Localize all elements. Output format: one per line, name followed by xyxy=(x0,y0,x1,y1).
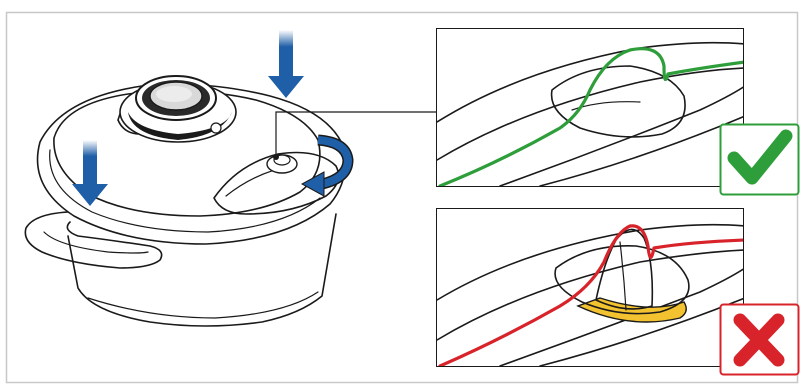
check-mark-icon xyxy=(719,123,800,196)
down-arrow-icon xyxy=(72,140,108,206)
outer-frame xyxy=(5,11,799,384)
wire-incorrect xyxy=(438,224,743,366)
wire-correct xyxy=(438,47,743,186)
rotate-arrow-icon xyxy=(300,134,354,197)
valve-indicator xyxy=(210,122,222,134)
pot-handle-inner xyxy=(43,231,149,254)
valve-base-shadow xyxy=(128,112,232,140)
valve-cap-highlight xyxy=(156,86,192,102)
callout-leader xyxy=(275,111,437,157)
lid-rim-inner xyxy=(49,149,321,233)
cross-mark-icon xyxy=(719,303,800,376)
panel-incorrect xyxy=(436,208,744,367)
pot-base xyxy=(87,291,319,319)
pressure-cooker xyxy=(24,75,347,327)
pot-handle-left xyxy=(24,211,163,269)
callout-dot xyxy=(273,154,279,160)
panel-correct xyxy=(436,28,744,187)
pot-body xyxy=(67,213,337,327)
down-arrow-icon xyxy=(268,30,304,98)
